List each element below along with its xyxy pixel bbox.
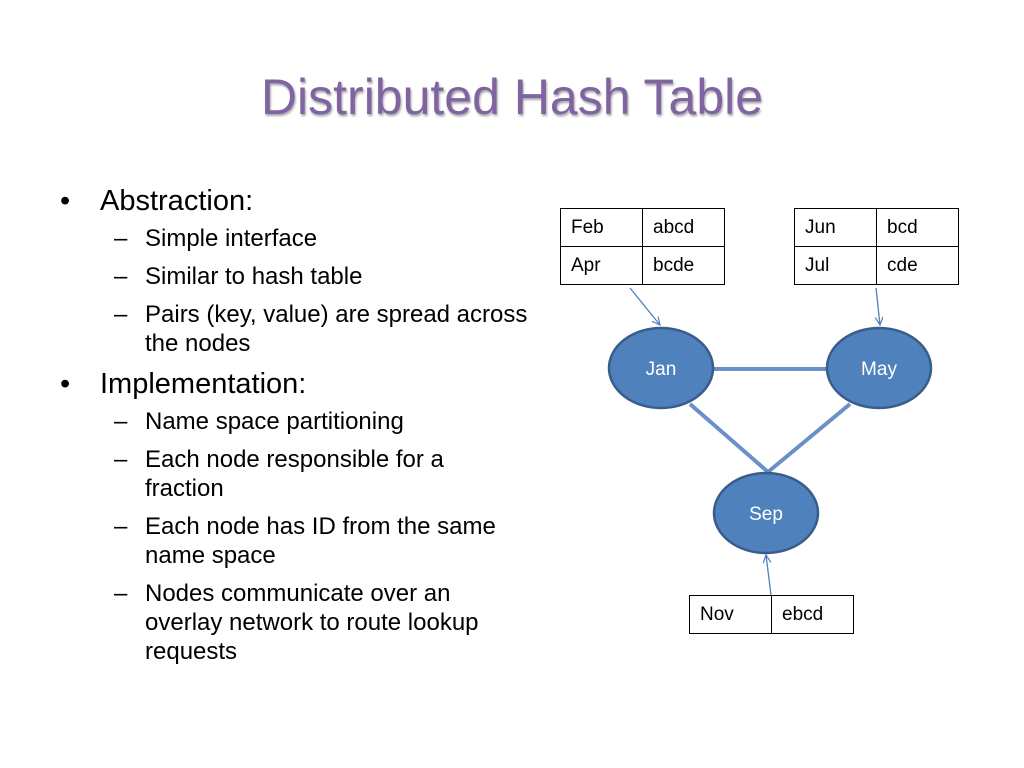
arrow-table-to-jan: [629, 287, 660, 325]
table-key: Jul: [794, 246, 877, 285]
kv-table-jan: Feb abcd Apr bcde: [560, 208, 725, 285]
sub-bullet-text: Pairs (key, value) are spread across the…: [145, 301, 528, 357]
sub-bullet-text: Each node has ID from the same name spac…: [145, 513, 496, 569]
node-jan-label: Jan: [646, 359, 677, 380]
node-sep: Sep: [712, 471, 820, 555]
sub-bullet-text: Name space partitioning: [145, 408, 404, 435]
table-key: Jun: [794, 208, 877, 247]
bullet-abstraction: • Abstraction:: [58, 184, 528, 218]
sub-bullet-pairs-spread: – Pairs (key, value) are spread across t…: [58, 300, 528, 358]
sub-bullet-overlay-network: – Nodes communicate over an overlay netw…: [58, 579, 528, 666]
sub-bullet-similar-hash-table: – Similar to hash table: [58, 262, 528, 291]
dash-marker: –: [114, 263, 128, 290]
table-key: Apr: [560, 246, 643, 285]
node-may-label: May: [861, 359, 897, 380]
bullet-list: • Abstraction: – Simple interface – Simi…: [58, 180, 528, 675]
edge-may-sep: [766, 402, 852, 474]
bullet-implementation-label: Implementation:: [100, 368, 307, 400]
sub-bullet-text: Similar to hash table: [145, 263, 363, 290]
sub-bullet-partitioning: – Name space partitioning: [58, 407, 528, 436]
table-value: ebcd: [771, 595, 854, 634]
sub-bullet-text: Simple interface: [145, 225, 318, 252]
bullet-marker: •: [60, 185, 71, 217]
table-value: bcd: [876, 208, 959, 247]
node-may: May: [825, 326, 933, 410]
sub-bullet-simple-interface: – Simple interface: [58, 224, 528, 253]
table-row: Jul cde: [794, 246, 959, 285]
sub-bullet-text: Each node responsible for a fraction: [145, 446, 444, 502]
arrow-table-to-sep: [766, 555, 772, 596]
bullet-abstraction-label: Abstraction:: [100, 185, 254, 217]
dash-marker: –: [114, 408, 128, 435]
table-key: Nov: [689, 595, 772, 634]
table-row: Jun bcd: [794, 208, 959, 247]
dash-marker: –: [114, 225, 128, 252]
table-row: Feb abcd: [560, 208, 725, 247]
arrow-table-to-may: [876, 287, 880, 325]
table-row: Nov ebcd: [689, 595, 854, 634]
table-value: abcd: [642, 208, 725, 247]
table-value: cde: [876, 246, 959, 285]
kv-table-may: Jun bcd Jul cde: [794, 208, 959, 285]
node-sep-label: Sep: [749, 504, 783, 525]
bullet-marker: •: [60, 368, 71, 400]
table-key: Feb: [560, 208, 643, 247]
slide-title: Distributed Hash Table: [260, 69, 764, 125]
dash-marker: –: [114, 580, 128, 607]
kv-table-sep: Nov ebcd: [689, 595, 854, 634]
sub-bullet-node-id: – Each node has ID from the same name sp…: [58, 512, 528, 570]
table-row: Apr bcde: [560, 246, 725, 285]
sub-bullet-responsible-fraction: – Each node responsible for a fraction: [58, 445, 528, 503]
dash-marker: –: [114, 301, 128, 328]
edge-jan-sep: [688, 402, 770, 474]
node-jan: Jan: [607, 326, 715, 410]
dash-marker: –: [114, 513, 128, 540]
dash-marker: –: [114, 446, 128, 473]
sub-bullet-text: Nodes communicate over an overlay networ…: [145, 580, 479, 665]
bullet-implementation: • Implementation:: [58, 367, 528, 401]
table-value: bcde: [642, 246, 725, 285]
